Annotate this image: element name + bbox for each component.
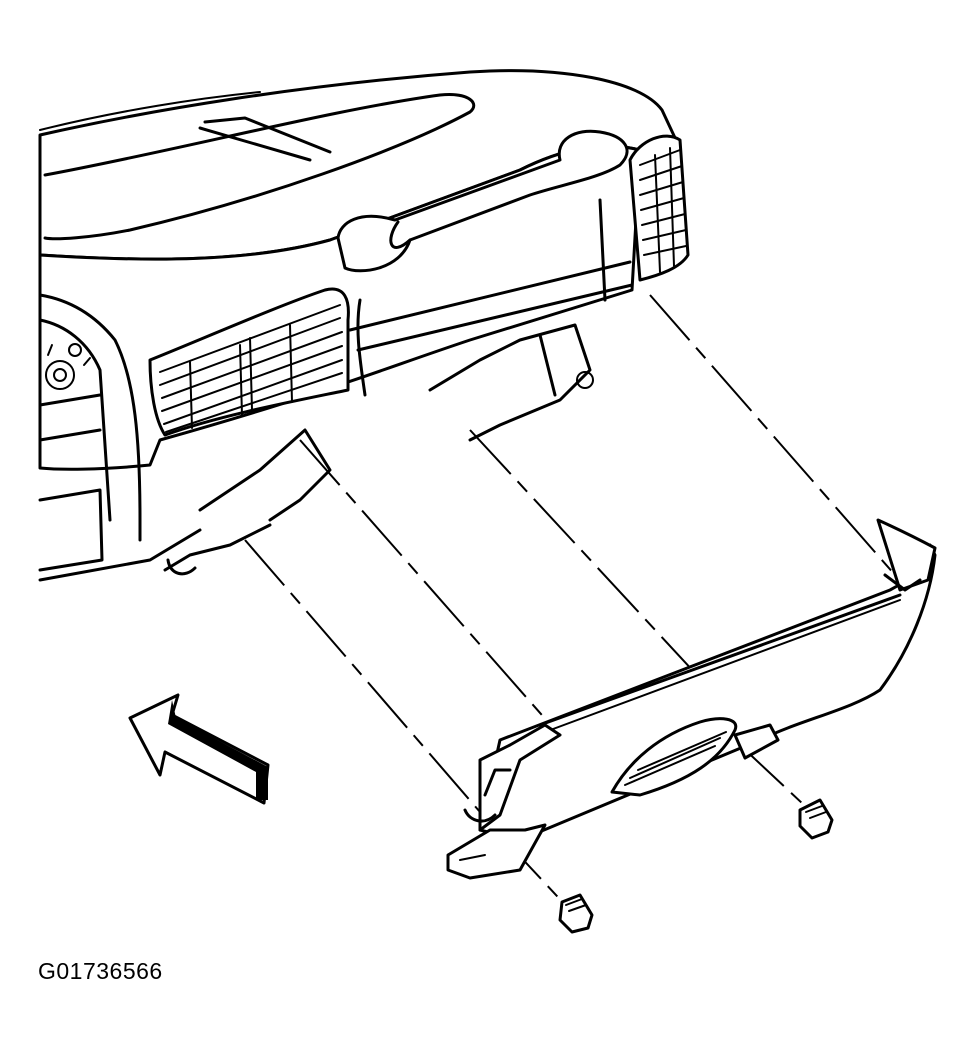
glove-box-handle: [610, 717, 738, 797]
bolt-right: [798, 798, 834, 840]
instrument-panel: [38, 69, 690, 582]
bolt-left: [558, 893, 594, 934]
glove-box-compartment: [446, 518, 937, 880]
figure-id-caption: G01736566: [38, 958, 163, 984]
side-air-vent: [628, 134, 690, 282]
center-air-vent: [148, 287, 350, 437]
front-direction-arrow-icon: [128, 693, 270, 805]
